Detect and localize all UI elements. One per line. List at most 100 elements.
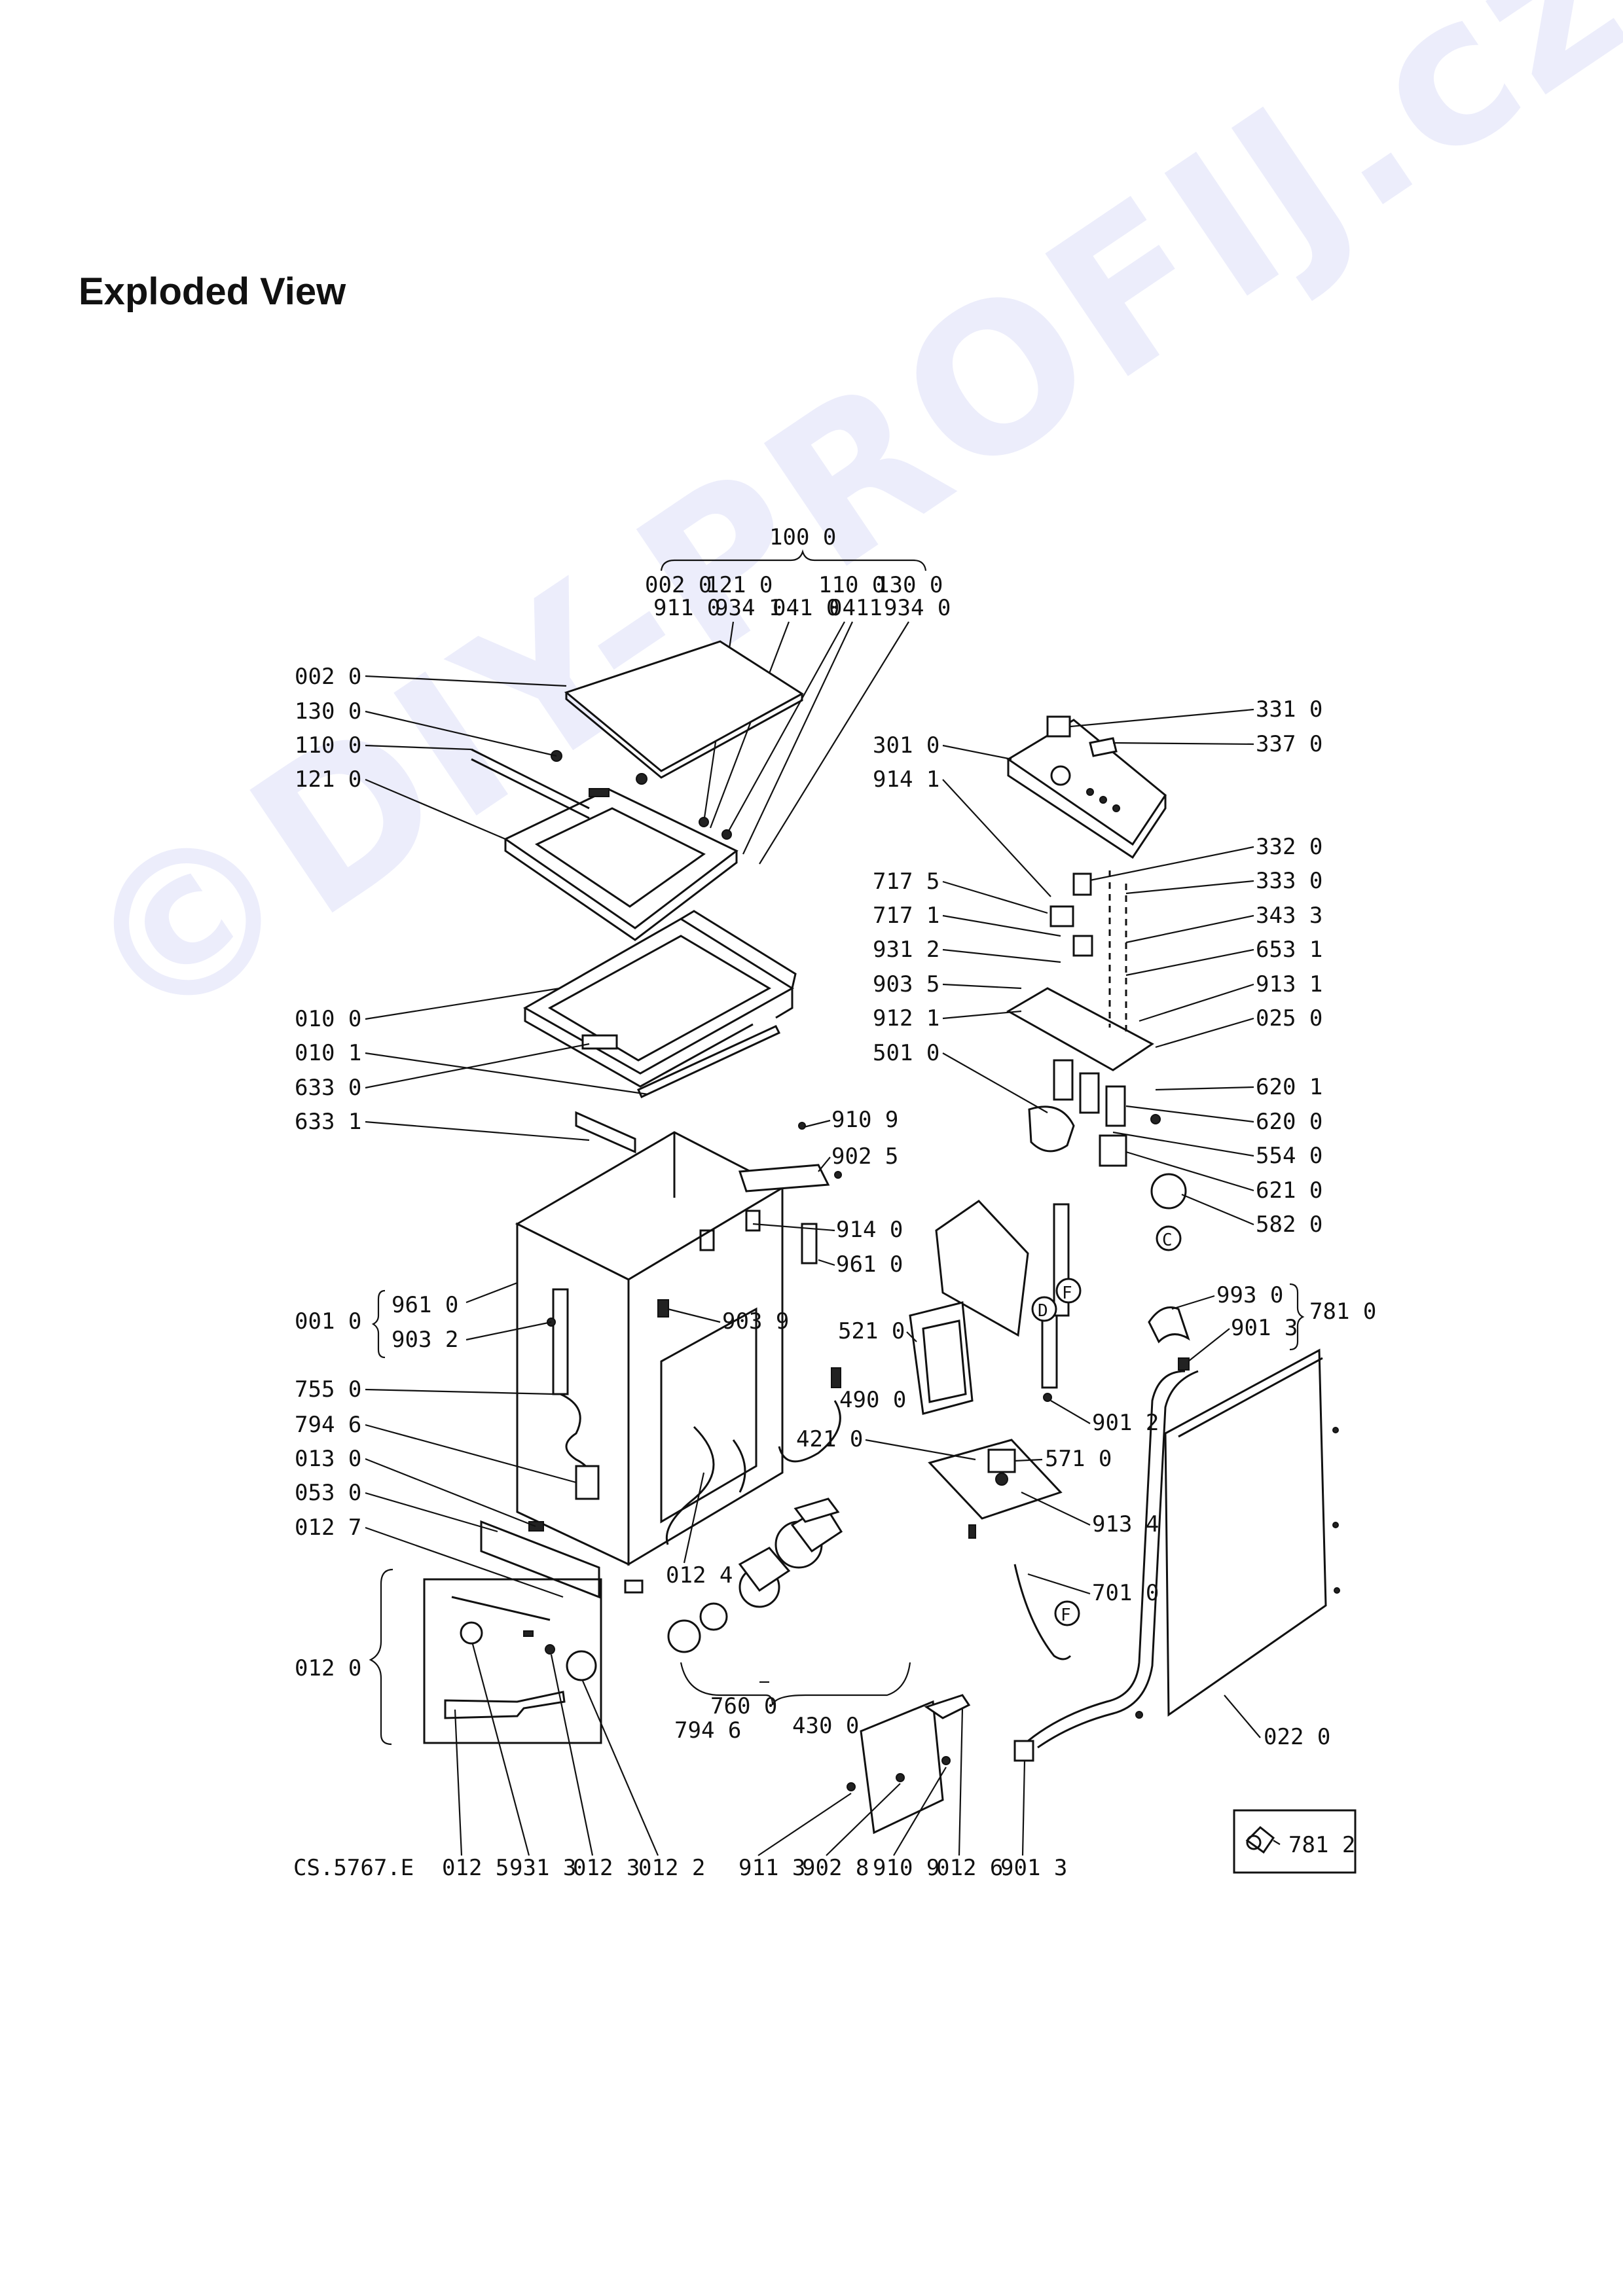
drain-hose-781 — [1013, 1306, 1199, 1762]
label-902-5: 902 5 — [831, 1143, 898, 1170]
label-430-0: 430 0 — [792, 1713, 859, 1739]
back-panel-022 — [1135, 1348, 1340, 1719]
header-934-0: 934 0 — [884, 595, 951, 621]
sheet-shield — [935, 1200, 1029, 1337]
svg-text:F: F — [1062, 1283, 1072, 1303]
label-025-0: 025 0 — [1256, 1005, 1322, 1031]
label-781-2: 781 2 — [1288, 1832, 1355, 1858]
hose-clamps-bracket — [928, 1439, 1072, 1660]
marker-F-lower: F — [1054, 1600, 1080, 1626]
power-cable-490 — [778, 1367, 841, 1463]
label-501-0: 501 0 — [873, 1040, 939, 1066]
header-brace — [660, 549, 927, 571]
label-931-2: 931 2 — [873, 937, 939, 963]
label-717-1: 717 1 — [873, 903, 939, 929]
label-013-0: 013 0 — [295, 1446, 361, 1472]
label-571-0: 571 0 — [1045, 1446, 1112, 1472]
hinge-pins-633 — [575, 1034, 669, 1318]
top-cover — [522, 910, 797, 1091]
marker-F-upper: F — [1055, 1278, 1082, 1304]
label-913-4: 913 4 — [1092, 1511, 1159, 1537]
label-961-0-left: 961 0 — [392, 1292, 458, 1318]
pump-bracket-430 — [847, 1694, 971, 1835]
label-902-8: 902 8 — [802, 1855, 869, 1881]
label-781-0: 781 0 — [1309, 1299, 1376, 1325]
label-901-3-bottom: 901 3 — [1000, 1855, 1067, 1881]
header-130-0: 130 0 — [876, 572, 943, 598]
label-910-9-top: 910 9 — [831, 1107, 898, 1133]
cover-plate-521 — [909, 1301, 974, 1415]
label-903-9: 903 9 — [722, 1308, 789, 1335]
pump-housing-430 — [667, 1498, 843, 1653]
label-010-0: 010 0 — [295, 1006, 361, 1032]
label-582-0: 582 0 — [1256, 1211, 1322, 1238]
label-912-1: 912 1 — [873, 1005, 939, 1031]
svg-text:C: C — [1162, 1230, 1173, 1250]
label-901-2: 901 2 — [1092, 1410, 1159, 1436]
svg-text:F: F — [1061, 1605, 1071, 1625]
label-012-7: 012 7 — [295, 1515, 361, 1541]
header-911-0: 911 0 — [653, 595, 720, 621]
label-053-0: 053 0 — [295, 1480, 361, 1506]
label-022-0: 022 0 — [1264, 1724, 1330, 1750]
label-100-0: 100 0 — [769, 524, 836, 550]
label-717-5: 717 5 — [873, 869, 939, 895]
label-621-0: 621 0 — [1256, 1177, 1322, 1204]
label-012-4: 012 4 — [666, 1562, 733, 1588]
control-panel-301 — [1006, 715, 1167, 859]
label-001-0: 001 0 — [295, 1308, 361, 1335]
label-010-1: 010 1 — [295, 1040, 361, 1066]
header-002-0: 002 0 — [645, 572, 712, 598]
door-lock-parts — [444, 1596, 597, 1719]
label-337-0: 337 0 — [1256, 731, 1322, 757]
label-633-0: 633 0 — [295, 1075, 361, 1101]
brace-001-0 — [371, 1289, 386, 1359]
part-781-2-box — [1233, 1809, 1357, 1874]
label-301-0: 301 0 — [873, 732, 939, 759]
kickplate-053 — [480, 1520, 644, 1599]
label-993-0: 993 0 — [1216, 1282, 1283, 1308]
label-633-1: 633 1 — [295, 1109, 361, 1135]
marker-C: C — [1156, 1225, 1182, 1251]
label-421-0: 421 0 — [796, 1426, 863, 1452]
drain-pipe — [547, 1288, 600, 1500]
lid-frame — [471, 748, 739, 941]
front-trim-010-1 — [637, 1025, 781, 1098]
label-331-0: 331 0 — [1256, 696, 1322, 723]
switch-assembly — [1006, 870, 1187, 1210]
label-332-0: 332 0 — [1256, 834, 1322, 860]
header-110-0: 110 0 — [818, 572, 885, 598]
label-755-0: 755 0 — [295, 1376, 361, 1403]
drawing-ref: CS.5767.E — [293, 1855, 414, 1881]
label-012-3: 012 3 — [573, 1855, 640, 1881]
header-121-0: 121 0 — [706, 572, 773, 598]
label-701-0: 701 0 — [1092, 1580, 1159, 1606]
label-653-1: 653 1 — [1256, 937, 1322, 963]
label-760-0: 760 0 — [710, 1693, 777, 1719]
label-012-2: 012 2 — [638, 1855, 705, 1881]
label-121-0: 121 0 — [295, 766, 361, 793]
label-911-3: 911 3 — [739, 1855, 805, 1881]
header-0411: 0411 — [829, 595, 883, 621]
label-794-6-bottom: 794 6 — [674, 1717, 741, 1744]
brace-012-0 — [369, 1568, 393, 1746]
label-002-0: 002 0 — [295, 664, 361, 690]
part-781-2-icon — [1245, 1825, 1275, 1854]
header-934-1: 934 1 — [715, 595, 782, 621]
label-961-0-right: 961 0 — [836, 1251, 903, 1278]
label-910-9-bottom: 910 9 — [873, 1855, 939, 1881]
cabinet-body — [515, 1131, 785, 1566]
label-903-2: 903 2 — [392, 1327, 458, 1353]
label-012-6: 012 6 — [936, 1855, 1003, 1881]
label-554-0: 554 0 — [1256, 1143, 1322, 1169]
label-521-0: 521 0 — [838, 1318, 905, 1344]
label-914-0: 914 0 — [836, 1217, 903, 1243]
label-931-3: 931 3 — [509, 1855, 576, 1881]
label-012-5: 012 5 — [442, 1855, 509, 1881]
svg-text:D: D — [1038, 1301, 1048, 1321]
lid-top-panel — [564, 640, 804, 779]
brace-781-0 — [1289, 1283, 1305, 1351]
label-913-1: 913 1 — [1256, 971, 1322, 997]
label-794-6-left: 794 6 — [295, 1412, 361, 1438]
